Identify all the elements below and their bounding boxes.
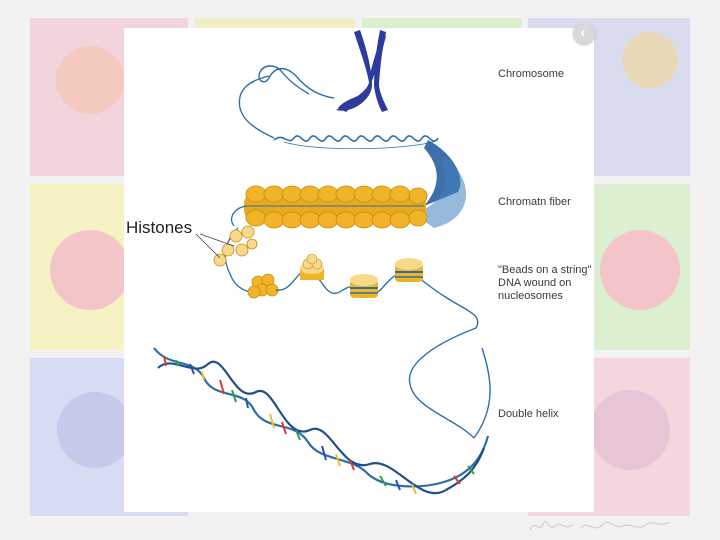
label-beads-line1: "Beads on a string" <box>498 264 592 276</box>
chevron-left-icon: ‹ <box>580 24 586 41</box>
signature-watermark <box>529 521 671 531</box>
label-histones: Histones <box>126 218 193 237</box>
nucleosomes <box>300 253 423 298</box>
double-helix <box>153 347 491 495</box>
previous-slide-button[interactable]: ‹ <box>573 22 595 44</box>
label-double-helix: Double helix <box>498 408 559 420</box>
chromatin-fiber <box>244 185 428 229</box>
dna-thread-top <box>238 65 335 139</box>
label-beads-line2: DNA wound on <box>498 277 572 289</box>
label-chromosome: Chromosome <box>498 68 565 80</box>
slide-canvas: Chromosome Chromatn fiber "Beads on a st… <box>124 28 594 512</box>
histone-octamer <box>247 273 279 299</box>
loose-histones <box>213 225 258 267</box>
coiled-loops <box>273 135 439 142</box>
label-beads-line3: nucleosomes <box>498 290 563 302</box>
chromatin-diagram <box>153 30 491 495</box>
label-chromatin-fiber: Chromatn fiber <box>498 196 571 208</box>
chromosome-shape <box>336 30 388 112</box>
